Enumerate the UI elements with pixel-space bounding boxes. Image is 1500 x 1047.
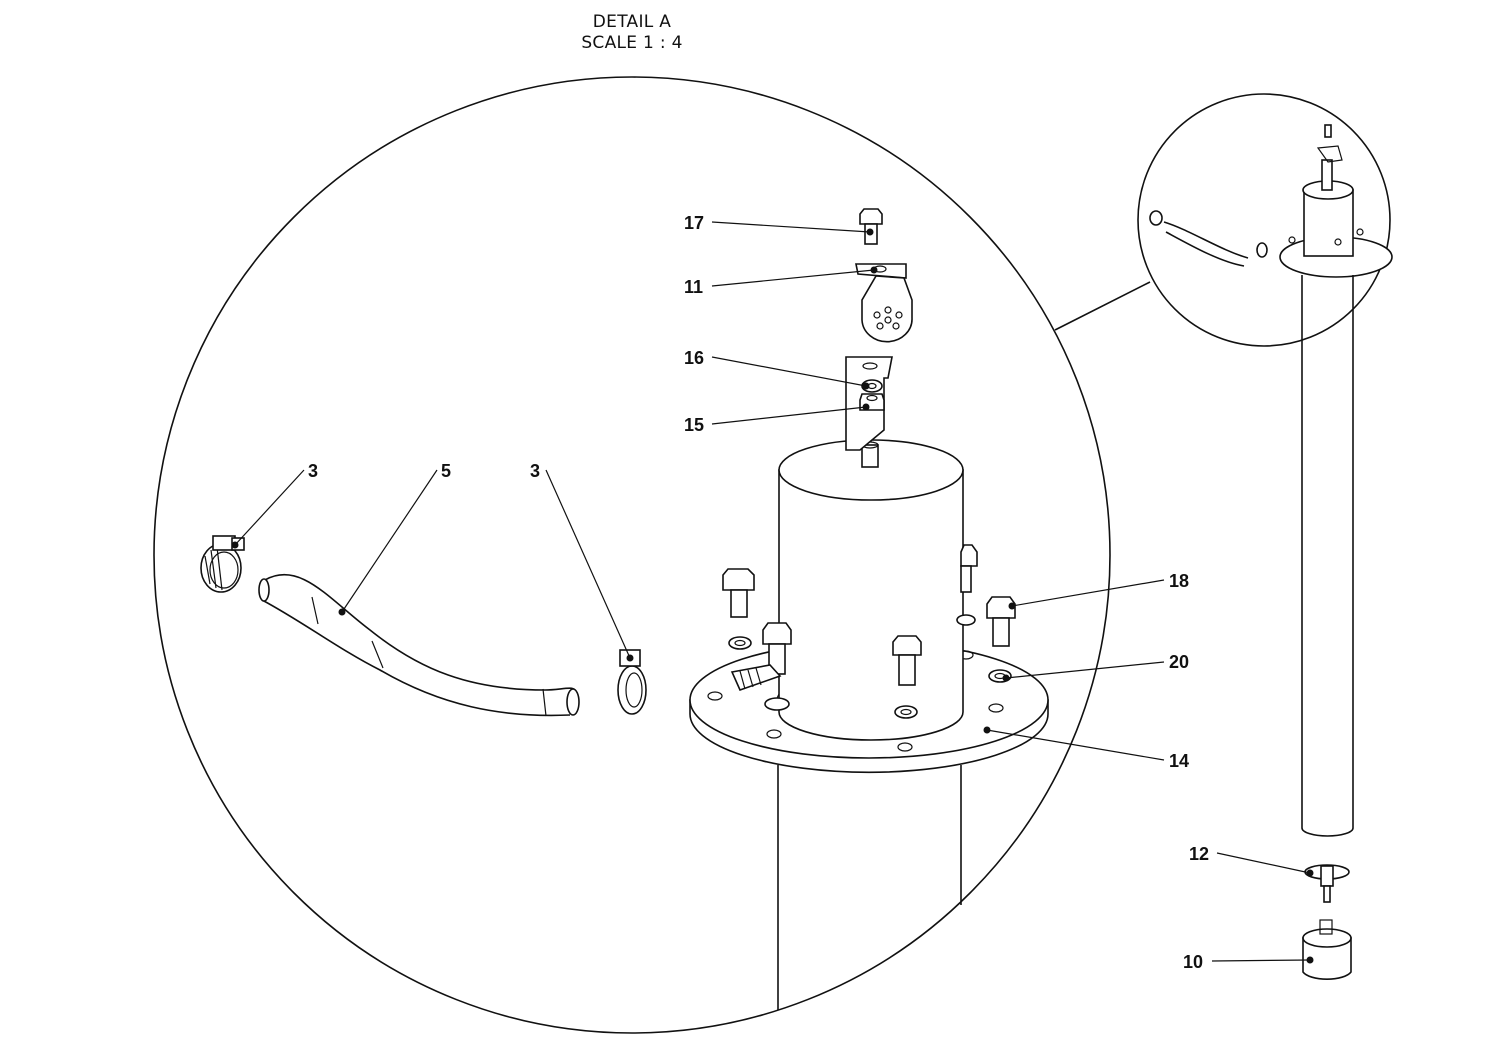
callout-15: 15 (684, 403, 870, 435)
detail-connector-line (1054, 281, 1151, 331)
detail-label: DETAIL A SCALE 1 : 4 (532, 12, 732, 54)
callout-text-12: 12 (1189, 844, 1209, 864)
hose-part-5 (258, 573, 580, 717)
callout-20: 20 (1002, 652, 1189, 682)
plug-part-12 (1304, 864, 1350, 903)
callout-text-10: 10 (1183, 952, 1203, 972)
callout-text-5: 5 (441, 461, 451, 481)
callout-14: 14 (983, 726, 1189, 771)
callout-3-right: 3 (530, 461, 634, 662)
overview-circle (1137, 93, 1391, 347)
housing-cylinder (778, 439, 964, 741)
callout-text-20: 20 (1169, 652, 1189, 672)
callout-text-14: 14 (1169, 751, 1189, 771)
callout-text-18: 18 (1169, 571, 1189, 591)
callout-text-17: 17 (684, 213, 704, 233)
callout-3-left: 3 (231, 461, 318, 549)
hose-clamp-part-3-left (200, 535, 245, 593)
callout-text-11: 11 (684, 277, 703, 297)
cap-part-10 (1302, 919, 1352, 980)
column-pipe (777, 765, 962, 1010)
callout-12: 12 (1189, 844, 1314, 877)
overview-assembly (1149, 124, 1393, 837)
detail-title: DETAIL A (592, 12, 672, 32)
bolt-part-17 (859, 208, 883, 245)
flange-bolts (722, 544, 1016, 686)
pulley-block-part-11 (855, 263, 913, 343)
callout-17: 17 (684, 213, 874, 236)
callout-text-15: 15 (684, 415, 704, 435)
hose-clamp-part-3-right (617, 649, 647, 715)
hose-barb-fitting (730, 664, 790, 711)
callout-text-3-left: 3 (308, 461, 318, 481)
callout-16: 16 (684, 348, 870, 390)
callout-5: 5 (338, 461, 451, 616)
callout-text-16: 16 (684, 348, 704, 368)
callout-10: 10 (1183, 952, 1314, 972)
detail-scale: SCALE 1 : 4 (581, 33, 683, 53)
callout-18: 18 (1008, 571, 1189, 610)
detail-circle (153, 76, 1111, 1034)
callout-text-3-right: 3 (530, 461, 540, 481)
callout-11: 11 (684, 266, 878, 297)
